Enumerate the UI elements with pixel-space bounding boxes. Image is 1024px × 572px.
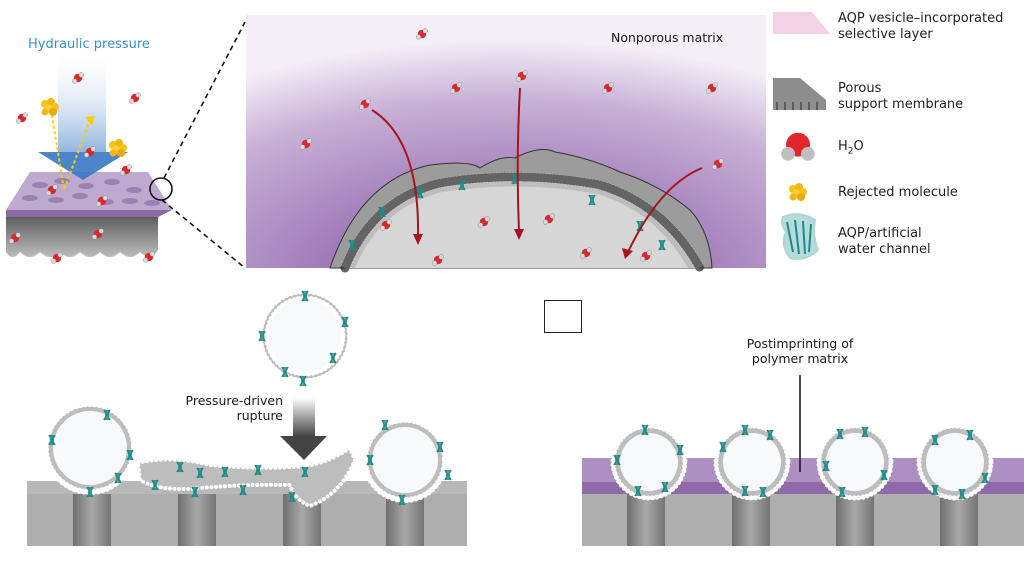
legend-label-line1: Rejected molecule bbox=[838, 185, 958, 200]
label-line1: Pressure-driven bbox=[185, 393, 283, 408]
legend-item-rejected-molecule: Rejected molecule bbox=[838, 185, 958, 201]
aqp-legend-icon bbox=[781, 213, 820, 260]
membrane-3d-block bbox=[6, 172, 172, 257]
panel-c-diagram bbox=[582, 375, 1024, 546]
zoom-line-top bbox=[163, 21, 246, 179]
pressure-driven-rupture-label: Pressure-driven rupture bbox=[175, 393, 283, 423]
zoom-line-bottom bbox=[161, 199, 246, 269]
legend-label-line2: support membrane bbox=[838, 97, 964, 112]
legend-label-line1: Porous bbox=[838, 81, 882, 96]
label-line2: polymer matrix bbox=[751, 351, 849, 366]
legend-item-selective-layer: AQP vesicle–incorporated selective layer bbox=[838, 11, 1003, 43]
rejected-molecules bbox=[41, 98, 127, 194]
legend-label-line2: selective layer bbox=[838, 27, 933, 42]
legend-icons bbox=[773, 12, 830, 260]
legend-label-line1: AQP vesicle–incorporated bbox=[838, 11, 1004, 26]
label-line1: Postimprinting of bbox=[746, 336, 854, 351]
water-molecule-icon bbox=[781, 132, 815, 161]
legend-item-porous-support: Porous support membrane bbox=[838, 81, 963, 113]
panel-label-box bbox=[544, 300, 582, 333]
hydraulic-pressure-label: Hydraulic pressure bbox=[28, 37, 150, 52]
postimprinting-label: Postimprinting of polymer matrix bbox=[735, 336, 865, 366]
porous-support-swatch bbox=[773, 78, 826, 110]
label-line2: rupture bbox=[236, 408, 283, 423]
legend-item-water: H2O bbox=[838, 139, 864, 160]
rejected-molecule-legend-icon bbox=[789, 183, 807, 201]
legend-item-aqp-channel: AQP/artificial water channel bbox=[838, 226, 931, 258]
panel-b-diagram bbox=[27, 288, 467, 546]
legend-label-o: O bbox=[853, 139, 864, 154]
nonporous-matrix-label: Nonporous matrix bbox=[611, 30, 724, 45]
zoom-indicator-circle bbox=[149, 177, 173, 201]
legend-label-h: H bbox=[838, 139, 848, 154]
zoom-panel bbox=[246, 15, 766, 273]
selective-layer-swatch bbox=[773, 12, 830, 34]
hydraulic-pressure-arrow bbox=[38, 55, 128, 180]
legend-label-sub: 2 bbox=[847, 146, 854, 157]
legend-label-line2: water channel bbox=[838, 242, 931, 257]
legend-label-line1: AQP/artificial bbox=[838, 226, 922, 241]
